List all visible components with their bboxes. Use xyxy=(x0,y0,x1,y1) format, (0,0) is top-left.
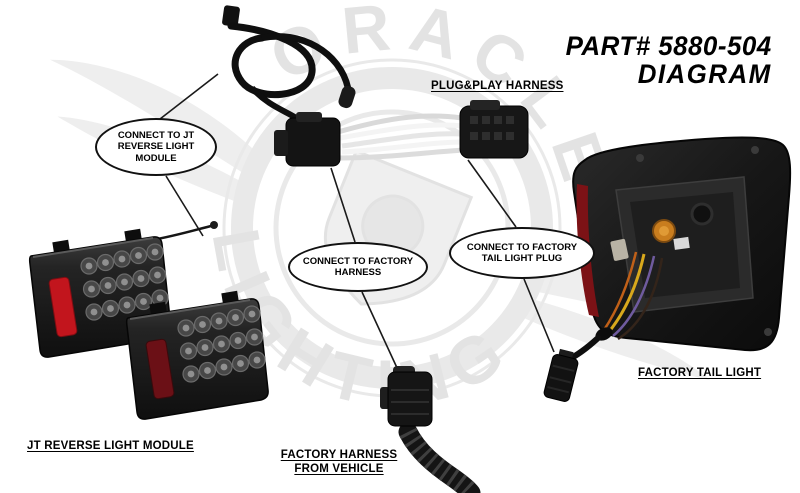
tail-light-wires xyxy=(602,251,664,341)
plug-play-harness-image xyxy=(222,5,529,167)
leader-lines xyxy=(159,73,555,371)
factory-tail-light-image xyxy=(543,136,792,402)
reverse-light-module-image xyxy=(28,221,269,420)
tail-light-plug xyxy=(543,348,579,402)
factory-harness-image xyxy=(380,366,481,493)
harness-white-wires xyxy=(337,113,465,161)
